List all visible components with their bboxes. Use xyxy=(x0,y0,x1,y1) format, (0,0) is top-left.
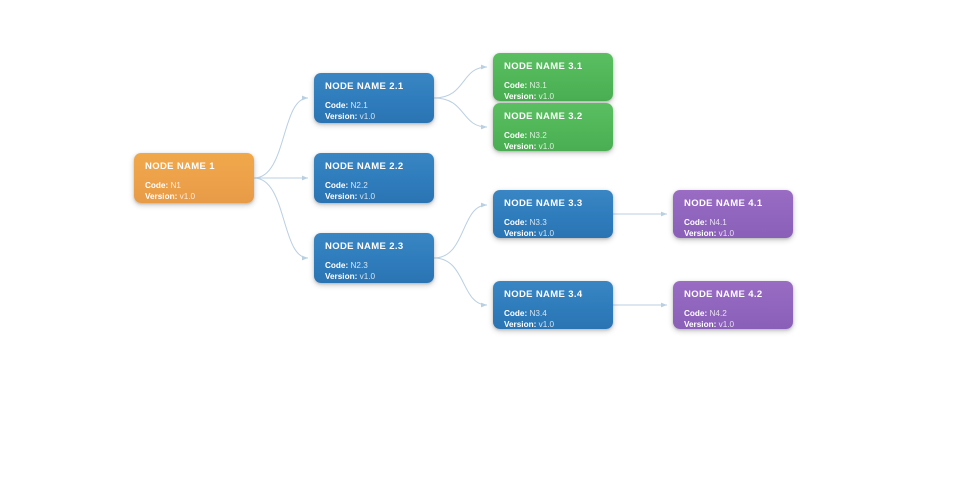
node-title: NODE NAME 2.2 xyxy=(325,161,404,172)
node-version-row: Version: v1.0 xyxy=(325,112,423,122)
node-code-row: Code: N2.2 xyxy=(325,181,423,191)
node-version-row: Version: v1.0 xyxy=(325,192,423,202)
code-value: N2.2 xyxy=(350,181,368,191)
version-value: v1.0 xyxy=(718,319,735,329)
version-value: v1.0 xyxy=(359,271,376,281)
code-value: N3.3 xyxy=(529,218,547,228)
node-title: NODE NAME 4.2 xyxy=(684,289,763,300)
node-title: NODE NAME 3.2 xyxy=(504,111,583,122)
node-version-row: Version: v1.0 xyxy=(504,92,602,101)
version-label: Version: xyxy=(504,228,537,238)
node-code-row: Code: N4.1 xyxy=(684,218,782,228)
code-label: Code: xyxy=(504,131,528,141)
version-label: Version: xyxy=(504,141,537,151)
version-label: Version: xyxy=(504,91,537,101)
version-value: v1.0 xyxy=(718,228,735,238)
node-title: NODE NAME 3.3 xyxy=(504,198,583,209)
edge-n2_3-to-n3_3 xyxy=(433,202,488,259)
node-code-row: Code: N4.2 xyxy=(684,309,782,319)
code-value: N1 xyxy=(170,181,181,191)
code-value: N2.3 xyxy=(350,261,368,271)
node-title: NODE NAME 2.1 xyxy=(325,81,404,92)
version-label: Version: xyxy=(325,271,358,281)
version-value: v1.0 xyxy=(538,91,555,101)
version-label: Version: xyxy=(145,191,178,201)
version-value: v1.0 xyxy=(538,319,555,329)
code-label: Code: xyxy=(504,218,528,228)
version-label: Version: xyxy=(684,319,717,329)
code-value: N4.2 xyxy=(709,309,727,319)
version-value: v1.0 xyxy=(359,111,376,121)
node-code-row: Code: N3.1 xyxy=(504,81,602,91)
node-version-row: Version: v1.0 xyxy=(684,320,782,329)
code-label: Code: xyxy=(504,81,528,91)
node-title: NODE NAME 1 xyxy=(145,161,215,172)
node-code-row: Code: N3.4 xyxy=(504,309,602,319)
version-value: v1.0 xyxy=(538,141,555,151)
code-label: Code: xyxy=(145,181,169,191)
edge-n1-to-n2_3 xyxy=(253,177,309,261)
edge-n2_3-to-n3_4 xyxy=(433,257,488,308)
node-code-row: Code: N2.1 xyxy=(325,101,423,111)
node-version-row: Version: v1.0 xyxy=(504,320,602,329)
node-code-row: Code: N1 xyxy=(145,181,243,191)
node-title: NODE NAME 2.3 xyxy=(325,241,404,252)
edge-n1-to-n2_1 xyxy=(253,95,309,179)
code-value: N2.1 xyxy=(350,101,368,111)
node-version-row: Version: v1.0 xyxy=(325,272,423,282)
code-label: Code: xyxy=(684,218,708,228)
version-value: v1.0 xyxy=(538,228,555,238)
node-code-row: Code: N3.2 xyxy=(504,131,602,141)
code-value: N3.1 xyxy=(529,81,547,91)
node-title: NODE NAME 4.1 xyxy=(684,198,763,209)
version-label: Version: xyxy=(325,111,358,121)
node-title: NODE NAME 3.4 xyxy=(504,289,583,300)
code-value: N3.2 xyxy=(529,131,547,141)
code-value: N4.1 xyxy=(709,218,727,228)
edge-n2_1-to-n3_2 xyxy=(433,97,488,130)
code-label: Code: xyxy=(504,309,528,319)
edge-n2_1-to-n3_1 xyxy=(433,64,488,99)
version-label: Version: xyxy=(504,319,537,329)
node-title: NODE NAME 3.1 xyxy=(504,61,583,72)
node-code-row: Code: N3.3 xyxy=(504,218,602,228)
version-label: Version: xyxy=(325,191,358,201)
node-version-row: Version: v1.0 xyxy=(504,229,602,238)
version-label: Version: xyxy=(684,228,717,238)
node-code-row: Code: N2.3 xyxy=(325,261,423,271)
node-version-row: Version: v1.0 xyxy=(145,192,243,202)
code-value: N3.4 xyxy=(529,309,547,319)
version-value: v1.0 xyxy=(179,191,196,201)
code-label: Code: xyxy=(325,261,349,271)
code-label: Code: xyxy=(684,309,708,319)
code-label: Code: xyxy=(325,181,349,191)
code-label: Code: xyxy=(325,101,349,111)
node-version-row: Version: v1.0 xyxy=(684,229,782,238)
node-version-row: Version: v1.0 xyxy=(504,142,602,151)
version-value: v1.0 xyxy=(359,191,376,201)
